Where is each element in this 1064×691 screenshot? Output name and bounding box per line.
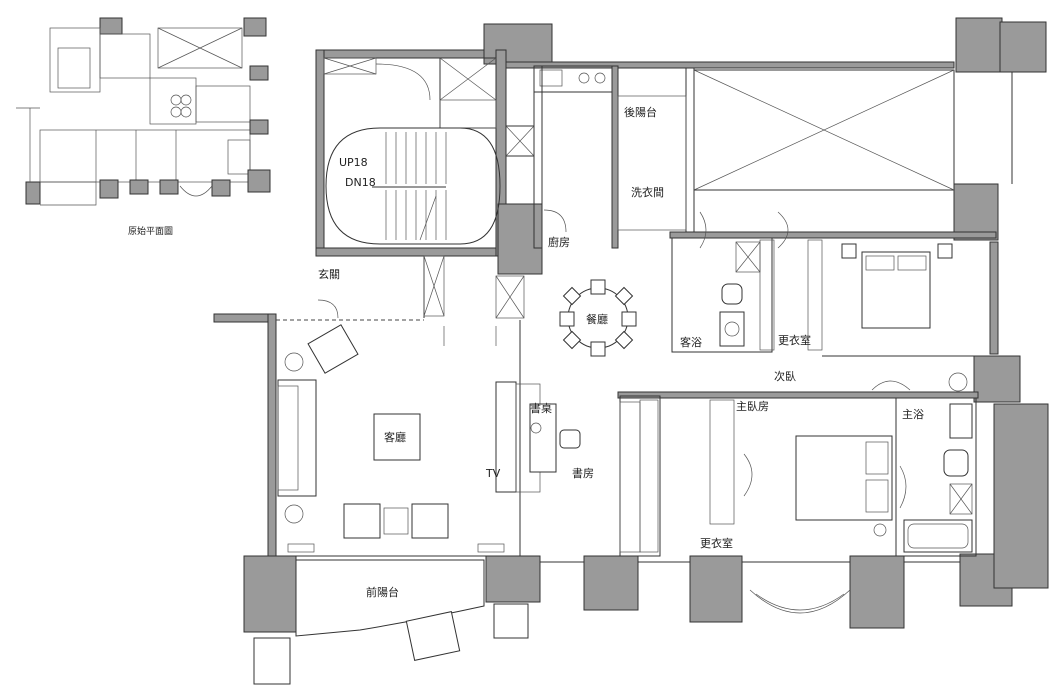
exterior-edge	[540, 72, 1013, 563]
guest-bath-label: 客浴	[680, 335, 702, 349]
front-balcony-label: 前陽台	[366, 585, 399, 599]
master-suite: 主臥房 更衣室 主浴	[619, 395, 977, 557]
stair-up-label: UP18	[339, 156, 368, 169]
back-balcony-label: 後陽台	[624, 105, 657, 119]
kitchen-label: 廚房	[548, 235, 570, 249]
original-plan-thumbnail: 原始平面圖	[16, 17, 271, 237]
original-plan-label: 原始平面圖	[128, 225, 173, 237]
master-bedroom-label: 主臥房	[736, 400, 769, 413]
dining-label: 餐廳	[586, 312, 608, 326]
master-bath-label: 主浴	[902, 408, 924, 421]
tv-label: TV	[485, 467, 501, 480]
living-room-label: 客廳	[384, 430, 406, 444]
structural-walls	[213, 17, 1049, 633]
master-dressing-label: 更衣室	[700, 536, 733, 550]
stair-core: UP18 DN18	[323, 57, 501, 249]
kitchen-area: 廚房 後陽台 洗衣間	[505, 65, 687, 249]
child-bedroom-label: 次臥	[774, 369, 796, 383]
living-room: 客廳 書桌 書房 TV	[276, 319, 594, 557]
bedroom-wing: 客浴 更衣室 次臥	[671, 211, 990, 392]
light-well	[685, 67, 955, 233]
laundry-label: 洗衣間	[631, 185, 664, 199]
study-label: 書房	[572, 466, 594, 480]
guest-dressing-label: 更衣室	[778, 333, 811, 347]
stair-down-label: DN18	[345, 176, 376, 189]
desk-label: 書桌	[530, 401, 552, 415]
entrance-label: 玄關	[318, 267, 340, 281]
front-balcony: 前陽台	[253, 559, 851, 685]
entrance-dining: 玄關 餐廳	[317, 255, 637, 357]
